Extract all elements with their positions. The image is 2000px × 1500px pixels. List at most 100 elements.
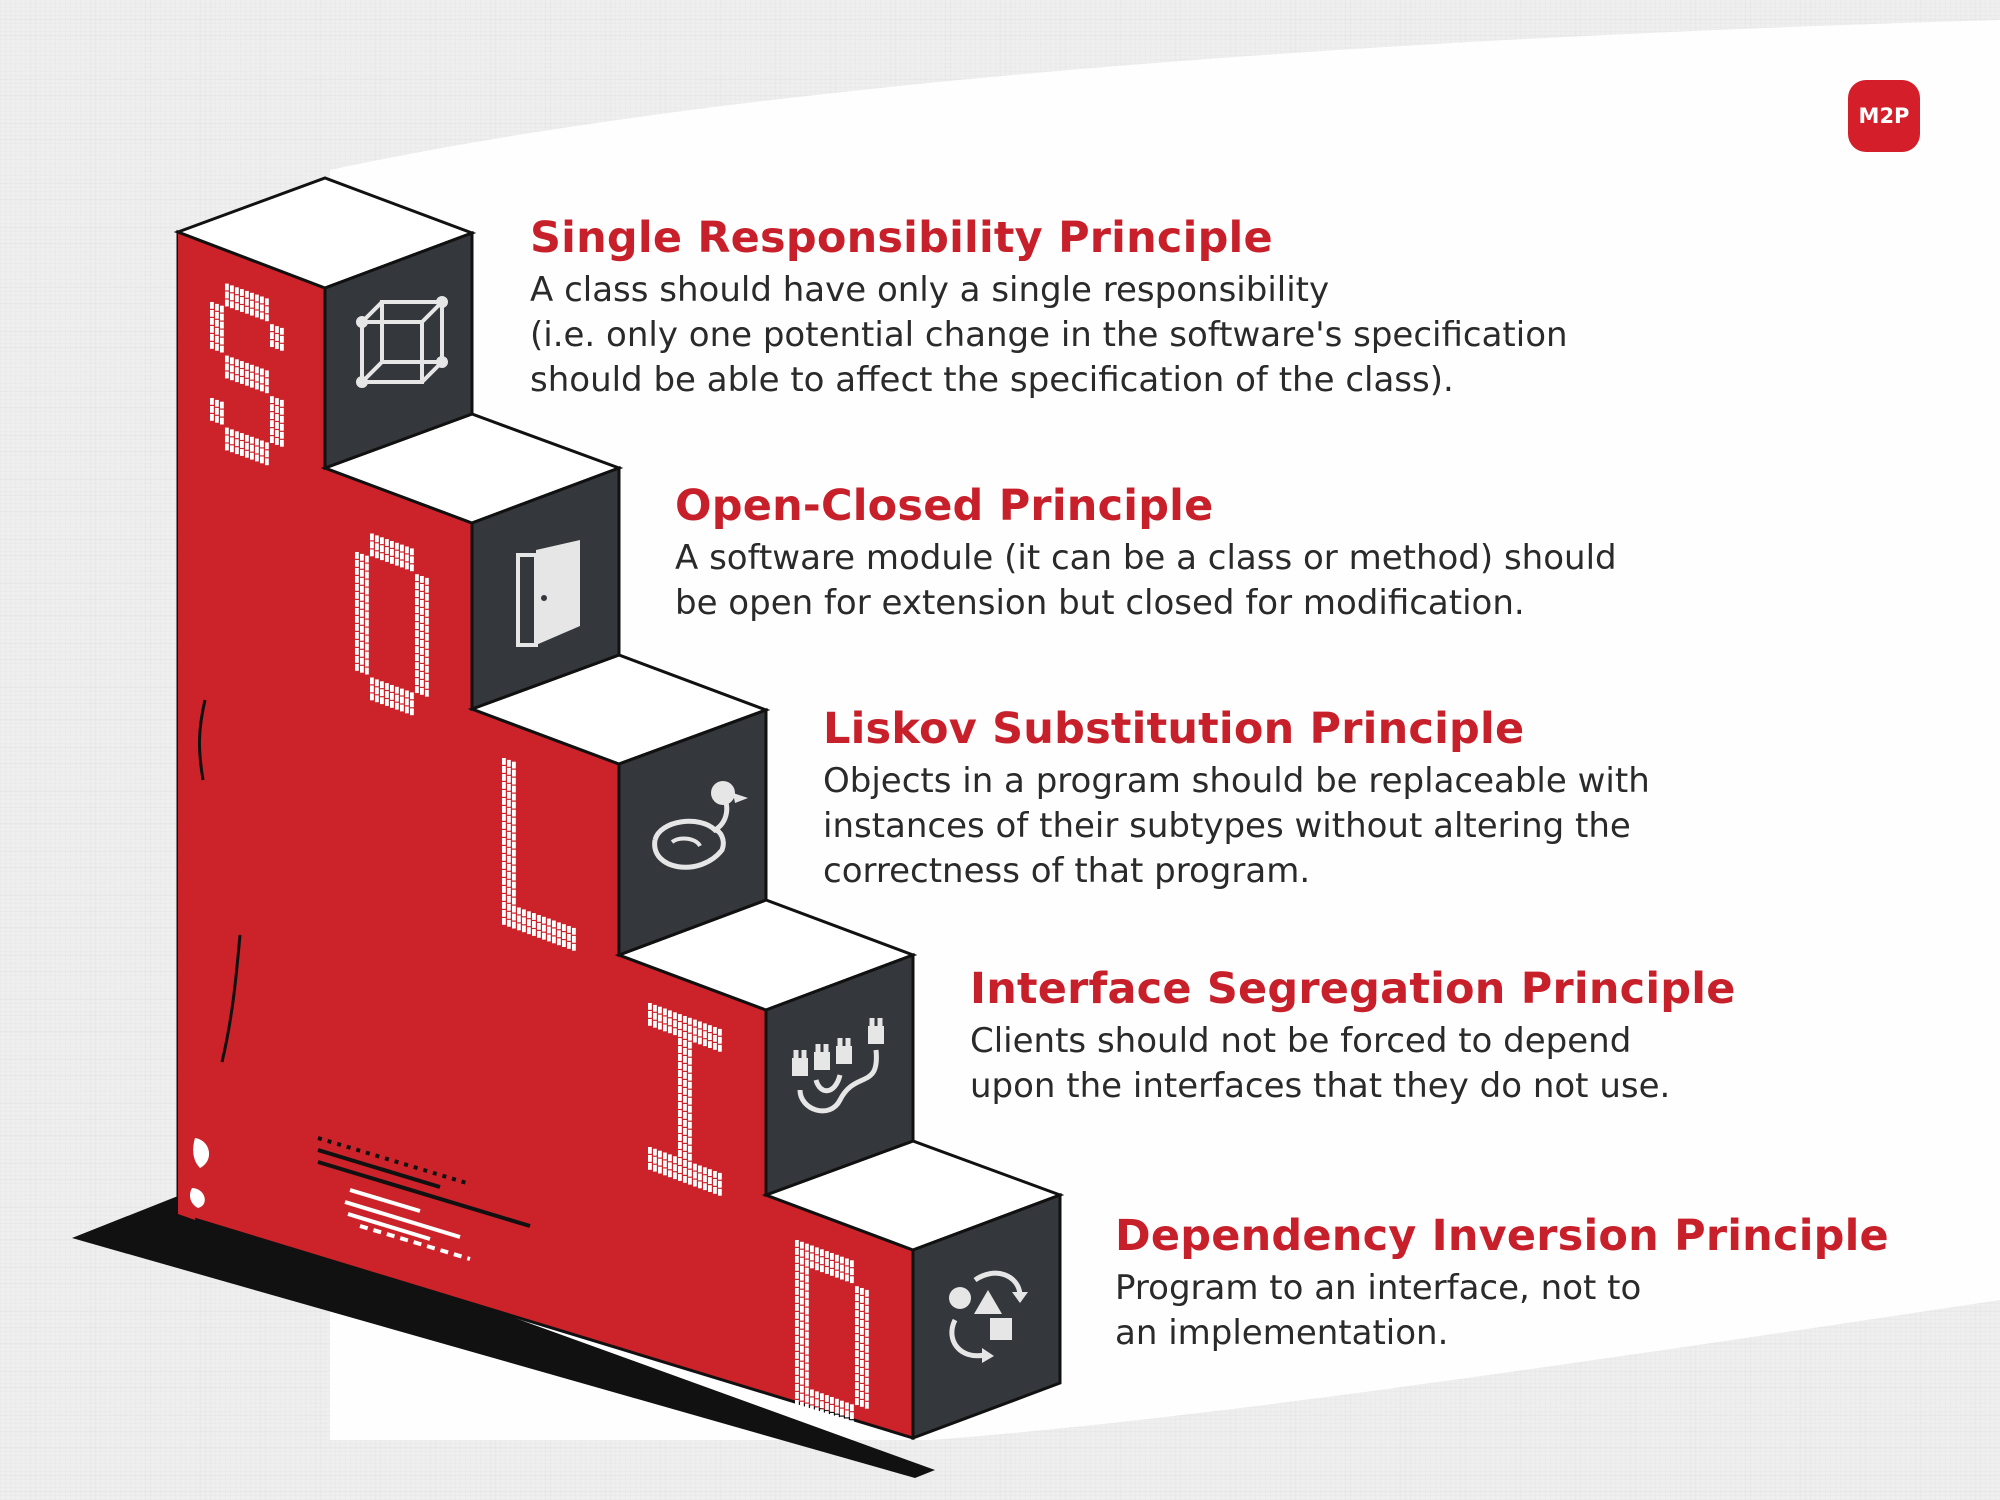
pixel-cell (805, 1243, 809, 1251)
pixel-cell (507, 863, 511, 871)
pixel-cell (390, 701, 394, 708)
pixel-cell (522, 909, 526, 917)
solid-pixel-letters (210, 283, 869, 1428)
pixel-cell (860, 1336, 864, 1343)
pixel-cell (855, 1326, 859, 1333)
pixel-cell (668, 1026, 672, 1034)
pixel-cell (693, 1027, 697, 1035)
pixel-cell (220, 401, 224, 409)
pixel-cell (355, 600, 359, 607)
pixel-cell (865, 1305, 869, 1313)
pixel-cell (805, 1307, 809, 1315)
decor-blob (190, 1188, 205, 1208)
pixel-cell (795, 1256, 799, 1263)
pixel-cell (698, 1037, 702, 1045)
pixel-cell (420, 648, 424, 655)
pixel-cell (270, 404, 274, 411)
pixel-cell (562, 940, 566, 947)
pixel-cell (795, 1344, 799, 1351)
pixel-cell (855, 1310, 859, 1317)
pixel-cell (360, 577, 364, 585)
pixel-cell (260, 456, 264, 464)
pixel-cell (260, 304, 264, 312)
principle-o: Open-Closed Principle A software module … (675, 480, 1675, 626)
pixel-cell (390, 557, 394, 564)
pixel-cell (688, 1041, 692, 1049)
pixel-cell (688, 1145, 692, 1153)
pixel-cell (708, 1041, 712, 1048)
cube-wireframe-icon (356, 296, 448, 388)
pixel-cell (683, 1152, 687, 1159)
pixel-cell (800, 1249, 804, 1257)
pixel-cell (365, 603, 369, 611)
pixel-cell (698, 1165, 702, 1173)
step-riser-3 (617, 707, 768, 958)
pixel-cell (865, 1313, 869, 1321)
pixel-cell (795, 1392, 799, 1399)
pixel-cell (713, 1035, 717, 1042)
pixel-cell (688, 1113, 692, 1121)
pixel-cell (230, 437, 234, 445)
pixel-letter-l (502, 758, 576, 951)
pixel-cell (800, 1337, 804, 1345)
pixel-cell (502, 838, 506, 845)
pixel-cell (562, 924, 566, 931)
pixel-cell (653, 1164, 657, 1172)
pixel-cell (360, 601, 364, 609)
pixel-cell (250, 300, 254, 308)
pixel-cell (512, 865, 516, 873)
pixel-cell (683, 1112, 687, 1119)
duck-icon (652, 781, 748, 870)
pixel-cell (415, 590, 419, 597)
pixel-cell (420, 584, 424, 591)
pixel-cell (522, 917, 526, 925)
pixel-cell (850, 1260, 854, 1268)
pixel-cell (420, 656, 424, 663)
pixel-cell (410, 700, 414, 708)
pixel-cell (800, 1257, 804, 1265)
pixel-cell (648, 1155, 652, 1162)
pixel-cell (800, 1289, 804, 1297)
pixel-cell (673, 1012, 677, 1020)
pixel-cell (415, 574, 419, 581)
pixel-cell (355, 552, 359, 559)
pixel-cell (855, 1390, 859, 1397)
pixel-cell (683, 1032, 687, 1039)
pixel-cell (653, 1004, 657, 1012)
pixel-cell (663, 1016, 667, 1024)
step-riser-5 (911, 1192, 1062, 1441)
pixel-cell (400, 704, 404, 712)
pixel-cell (420, 576, 424, 583)
pixel-cell (572, 943, 576, 951)
pixel-cell (825, 1395, 829, 1402)
pixel-cell (420, 608, 424, 615)
pixel-cell (395, 694, 399, 702)
pixel-cell (855, 1350, 859, 1357)
pixel-cell (517, 923, 521, 931)
step-riser-1 (323, 230, 474, 471)
pixel-cell (850, 1412, 854, 1420)
pixel-cell (865, 1321, 869, 1329)
pixel-cell (688, 1097, 692, 1105)
pixel-cell (415, 686, 419, 693)
pixel-letter-d (795, 1240, 869, 1428)
principle-description: Objects in a program should be replaceab… (823, 761, 1650, 891)
pixel-cell (683, 1056, 687, 1063)
pixel-cell (678, 1126, 682, 1133)
pixel-cell (235, 295, 239, 303)
principle-title: Liskov Substitution Principle (823, 704, 1525, 754)
pixel-cell (225, 283, 229, 291)
pixel-cell (840, 1400, 844, 1408)
pixel-cell (215, 415, 219, 423)
pixel-cell (683, 1104, 687, 1111)
pixel-cell (230, 301, 234, 309)
pixel-cell (215, 407, 219, 415)
pixel-cell (400, 560, 404, 568)
pixel-cell (405, 546, 409, 554)
pixel-cell (805, 1371, 809, 1379)
pixel-cell (845, 1266, 849, 1274)
pixel-cell (532, 913, 536, 920)
pixel-cell (260, 312, 264, 320)
pixel-cell (865, 1401, 869, 1409)
pixel-cell (507, 783, 511, 791)
